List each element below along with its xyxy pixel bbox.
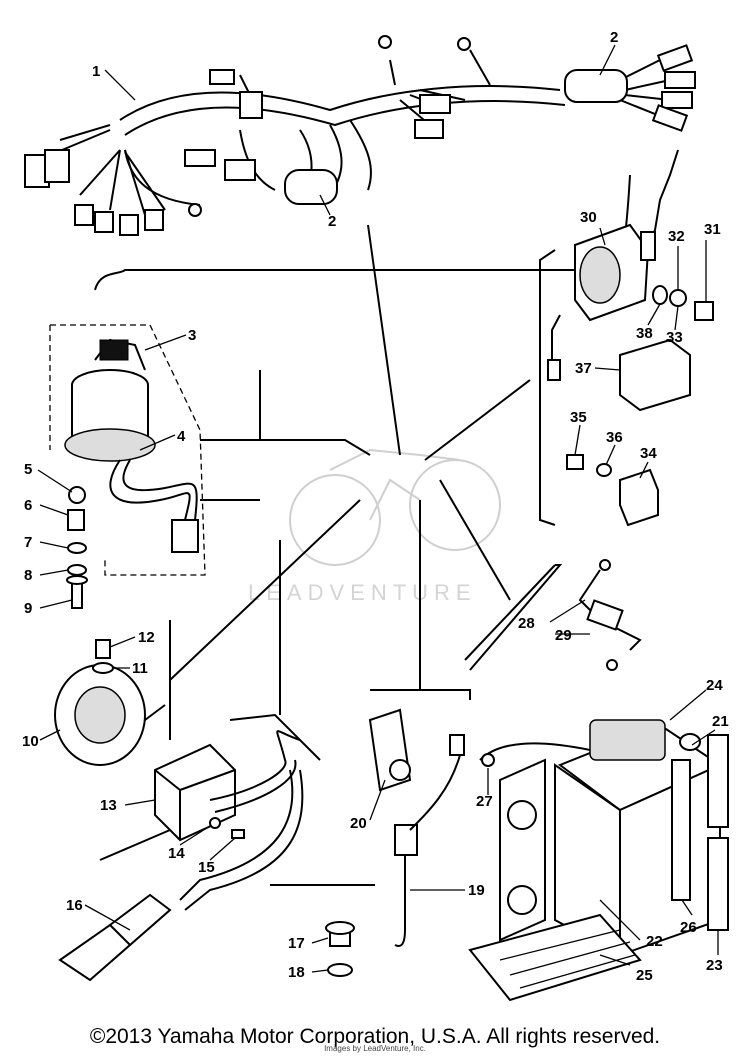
callout-38: 38 [636,325,653,342]
callout-10: 10 [22,733,39,750]
callout-19: 19 [468,882,485,899]
callout-3: 3 [188,327,196,344]
callout-16: 16 [66,897,83,914]
callout-2-harness-center: 2 [328,213,336,230]
callout-36: 36 [606,429,623,446]
callout-26: 26 [680,919,697,936]
fuse-holder [439,479,642,671]
callout-30: 30 [580,209,597,226]
callout-4: 4 [177,428,186,445]
callout-34: 34 [640,445,657,462]
callout-18: 18 [288,964,305,981]
harness-sleeve-right [564,69,628,103]
callout-27: 27 [476,793,493,810]
callout-20: 20 [350,815,367,832]
callout-21: 21 [712,713,729,730]
callout-2-harness-right: 2 [610,29,618,46]
callout-8: 8 [24,567,32,584]
callout-14: 14 [168,845,185,862]
main-switch-assembly [49,324,371,609]
callout-32: 32 [668,228,685,245]
callout-7: 7 [24,534,32,551]
callout-23: 23 [706,957,723,974]
callout-6: 6 [24,497,32,514]
brake-switch-assembly [368,500,471,947]
harness-sleeve-center [284,169,338,205]
relay-assembly [424,149,714,527]
ignition-coil-assembly [58,540,321,982]
callout-25: 25 [636,967,653,984]
leader-lines [37,44,719,973]
callout-17: 17 [288,935,305,952]
callout-29: 29 [555,627,572,644]
callout-22: 22 [646,933,663,950]
copyright-notice: ©2013 Yamaha Motor Corporation, U.S.A. A… [89,1025,661,1048]
battery-assembly [468,719,729,1002]
callout-33: 33 [666,329,683,346]
callout-24: 24 [706,677,723,694]
watermark-motorcycle [289,448,501,566]
callout-28: 28 [518,615,535,632]
callout-13: 13 [100,797,117,814]
callout-15: 15 [198,859,215,876]
callout-35: 35 [570,409,587,426]
callout-5: 5 [24,461,32,478]
watermark-text: LEADVENTURE [248,580,477,605]
callout-1: 1 [92,63,100,80]
callout-37: 37 [575,360,592,377]
callout-12: 12 [138,629,155,646]
callout-labels: 1 2 2 3 4 5 6 7 8 9 10 11 12 13 14 15 16… [22,29,729,984]
neutral-switch [270,884,375,977]
horn-assembly [54,499,361,766]
callout-9: 9 [24,600,32,617]
image-credit: Images by LeadVenture, Inc. [324,1044,426,1053]
callout-31: 31 [704,221,721,238]
callout-11: 11 [132,660,148,677]
